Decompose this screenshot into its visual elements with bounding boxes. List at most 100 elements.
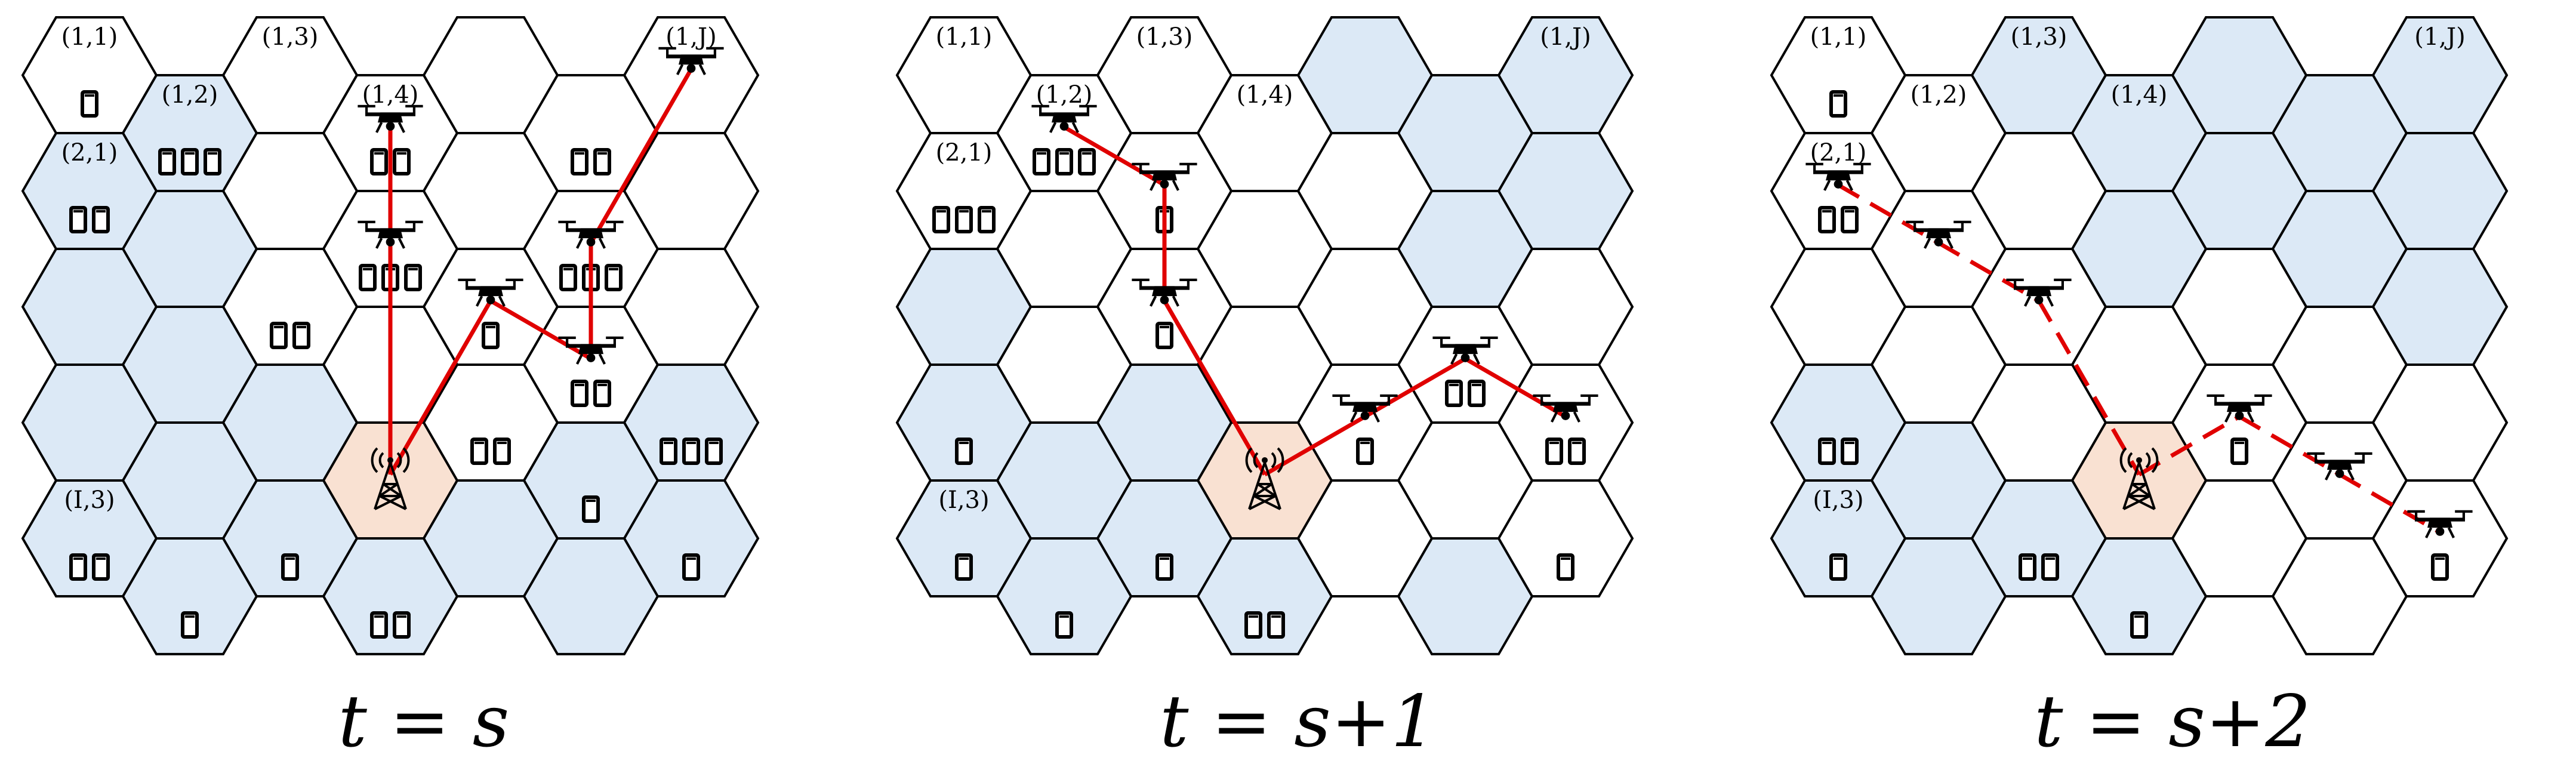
- user-device-icon: [571, 379, 588, 407]
- relay-link: [1364, 356, 1466, 419]
- user-device-icon: [404, 263, 422, 291]
- drone-icon: [2006, 278, 2072, 307]
- relay-link: [588, 68, 694, 244]
- user-device-icon: [81, 90, 98, 118]
- user-device-icon: [1841, 205, 1859, 233]
- user-device-icon: [92, 205, 110, 233]
- relay-link: [388, 300, 493, 476]
- user-device-icon: [978, 205, 996, 233]
- user-device-icon: [2041, 553, 2059, 581]
- user-device-icon: [955, 437, 973, 465]
- drone-icon: [2207, 394, 2272, 423]
- drone-icon: [1031, 104, 1097, 133]
- user-device-icon: [660, 437, 677, 465]
- cell-index-label: (I,3): [64, 486, 115, 514]
- hex-grid: [21, 16, 760, 655]
- user-device-icon: [605, 263, 623, 291]
- user-device-icon: [1078, 147, 1096, 175]
- user-device-icon: [370, 611, 388, 639]
- user-device-icon: [682, 437, 700, 465]
- cell-index-label: (2,1): [1810, 139, 1867, 167]
- relay-link: [1063, 125, 1166, 187]
- cell-index-label: (1,3): [2011, 23, 2067, 51]
- user-device-icon: [281, 553, 299, 581]
- user-device-icon: [270, 321, 288, 349]
- user-device-icon: [1818, 205, 1836, 233]
- user-device-icon: [158, 147, 176, 175]
- user-device-icon: [2230, 437, 2248, 465]
- user-device-icon: [181, 147, 199, 175]
- user-device-icon: [582, 495, 600, 523]
- user-device-icon: [1545, 437, 1563, 465]
- relay-link: [2036, 300, 2141, 476]
- user-device-icon: [92, 553, 110, 581]
- user-device-icon: [1829, 90, 1847, 118]
- relay-link: [2338, 472, 2441, 534]
- cell-index-label: (1,2): [1911, 81, 1967, 109]
- hex-grid: [1770, 16, 2509, 655]
- user-device-icon: [370, 147, 388, 175]
- user-device-icon: [204, 147, 221, 175]
- user-device-icon: [1033, 147, 1050, 175]
- relay-links: [388, 68, 694, 476]
- cell-tower-icon: [2119, 447, 2159, 510]
- user-device-icon: [2019, 553, 2036, 581]
- user-device-icon: [493, 437, 511, 465]
- drone-icon: [358, 220, 423, 249]
- user-device-icon: [393, 147, 411, 175]
- cell-index-label: (1,2): [1036, 81, 1093, 109]
- cell-index-label: (1,1): [61, 23, 118, 51]
- user-device-icon: [1841, 437, 1859, 465]
- cell-index-label: (1,1): [1810, 23, 1867, 51]
- user-device-icon: [705, 437, 723, 465]
- drone-icon: [1906, 220, 1971, 249]
- relay-link: [1937, 241, 2040, 303]
- cell-tower-icon: [371, 447, 410, 510]
- drone-icon: [2307, 452, 2372, 480]
- user-device-icon: [1568, 437, 1586, 465]
- hex-cell: [2371, 479, 2509, 597]
- cell-index-label: (I,3): [938, 486, 989, 514]
- relay-link: [1464, 356, 1567, 419]
- user-device-icon: [1468, 379, 1486, 407]
- cell-index-label: (1,2): [162, 81, 218, 109]
- user-device-icon: [571, 147, 588, 175]
- drone-icon: [658, 47, 724, 75]
- cell-index-label: (1,4): [2111, 81, 2168, 109]
- cell-index-label: (1,J): [665, 23, 716, 51]
- drone-icon: [558, 336, 624, 365]
- relay-link: [1162, 300, 1267, 476]
- cell-index-label: (1,1): [936, 23, 993, 51]
- drone-icon: [2407, 510, 2473, 538]
- drone-icon: [1332, 394, 1398, 423]
- cell-index-label: (2,1): [936, 139, 993, 167]
- user-device-icon: [1155, 321, 1173, 349]
- drone-icon: [1132, 162, 1197, 191]
- drone-icon: [1533, 394, 1598, 423]
- user-device-icon: [1818, 437, 1836, 465]
- user-device-icon: [1155, 553, 1173, 581]
- user-device-icon: [292, 321, 310, 349]
- user-device-icon: [1557, 553, 1574, 581]
- panel-t-s: (1,1)(1,2)(1,3)(1,4)(1,J)(2,1)(I,3): [21, 16, 760, 655]
- user-device-icon: [1055, 611, 1073, 639]
- cell-index-label: (I,3): [1813, 486, 1863, 514]
- drone-icon: [458, 278, 523, 307]
- panel-t-s-plus-1: (1,1)(1,2)(1,3)(1,4)(1,J)(2,1)(I,3): [895, 16, 1634, 655]
- hex-cell: [623, 479, 760, 597]
- drone-icon: [358, 104, 423, 133]
- drone-icon: [1805, 162, 1871, 191]
- cell-index-label: (2,1): [61, 139, 118, 167]
- cell-index-label: (1,J): [1540, 23, 1591, 51]
- user-device-icon: [955, 205, 973, 233]
- user-device-icon: [69, 205, 87, 233]
- user-device-icon: [2130, 611, 2148, 639]
- user-device-icon: [1267, 611, 1285, 639]
- user-device-icon: [955, 553, 973, 581]
- user-device-icon: [1244, 611, 1262, 639]
- user-device-icon: [470, 437, 488, 465]
- relay-link: [1837, 183, 1940, 245]
- user-device-icon: [181, 611, 199, 639]
- relay-links: [1063, 125, 1567, 476]
